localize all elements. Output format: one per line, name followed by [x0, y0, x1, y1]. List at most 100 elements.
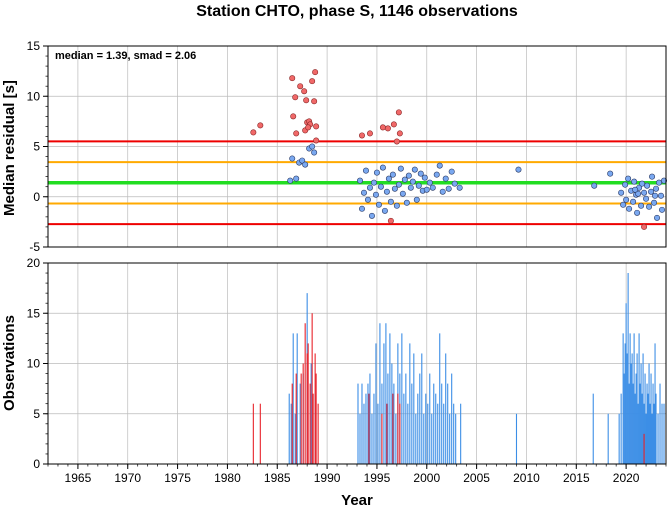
outlier-point: [289, 75, 296, 82]
outlier-point: [297, 83, 304, 90]
inlier-point: [646, 203, 653, 210]
inlier-point: [652, 192, 659, 199]
observation-bars: [252, 273, 665, 464]
x-tick-label: 1965: [65, 471, 92, 485]
inlier-point: [421, 174, 428, 181]
inlier-point: [635, 190, 642, 197]
inlier-point: [415, 182, 422, 189]
inlier-point: [658, 192, 665, 199]
outlier-point: [313, 137, 320, 144]
residual-points: [250, 69, 668, 230]
outlier-point: [303, 97, 310, 104]
observations-y-tick-label: 10: [27, 357, 41, 371]
inlier-point: [433, 171, 440, 178]
inlier-point: [364, 196, 371, 203]
inlier-point: [622, 181, 629, 188]
inlier-point: [641, 189, 648, 196]
x-tick-label: 2010: [513, 471, 540, 485]
residual-y-tick-label: 10: [27, 89, 41, 103]
inlier-point: [417, 170, 424, 177]
residual-grid: [48, 45, 666, 248]
observations-y-tick-label: 0: [33, 457, 40, 471]
inlier-point: [445, 185, 452, 192]
inlier-point: [618, 189, 625, 196]
outlier-point: [292, 94, 299, 101]
outlier-point: [366, 130, 373, 137]
inlier-point: [395, 181, 402, 188]
observations-y-tick-label: 15: [27, 306, 41, 320]
observations-y-axis-label: Observations: [1, 315, 18, 411]
inlier-point: [370, 179, 377, 186]
outlier-point: [309, 78, 316, 85]
outlier-point: [395, 109, 402, 116]
x-tick-label: 1975: [164, 471, 191, 485]
inlier-point: [591, 182, 598, 189]
outlier-point: [293, 130, 300, 137]
inlier-point: [639, 180, 646, 187]
inlier-point: [368, 212, 375, 219]
inlier-point: [358, 205, 365, 212]
inlier-point: [289, 155, 296, 162]
inlier-point: [411, 166, 418, 173]
inlier-point: [403, 199, 410, 206]
inlier-point: [302, 161, 309, 168]
inlier-point: [659, 206, 666, 213]
inlier-point: [651, 199, 658, 206]
x-tick-label: 1970: [114, 471, 141, 485]
inlier-point: [644, 182, 651, 189]
inlier-point: [299, 157, 306, 164]
inlier-point: [423, 186, 430, 193]
outlier-point: [312, 69, 319, 76]
outlier-point: [250, 129, 257, 136]
residual-y-tick-label: 0: [33, 190, 40, 204]
inlier-point: [630, 198, 637, 205]
inlier-point: [631, 178, 638, 185]
inlier-point: [397, 165, 404, 172]
inlier-point: [309, 143, 316, 150]
outlier-point: [301, 88, 308, 95]
outlier-point: [387, 217, 394, 224]
inlier-point: [649, 173, 656, 180]
x-tick-label: 2005: [463, 471, 490, 485]
outlier-point: [290, 113, 297, 120]
inlier-point: [311, 149, 318, 156]
inlier-point: [381, 207, 388, 214]
inlier-point: [383, 188, 390, 195]
inlier-point: [407, 184, 414, 191]
inlier-point: [405, 172, 412, 179]
observations-y-tick-label: 5: [33, 407, 40, 421]
outlier-point: [305, 124, 312, 131]
inlier-point: [391, 185, 398, 192]
inlier-point: [287, 177, 294, 184]
x-tick-label: 1995: [364, 471, 391, 485]
stats-annotation: median = 1.39, smad = 2.06: [55, 50, 196, 62]
x-tick-label: 2020: [613, 471, 640, 485]
inlier-point: [356, 177, 363, 184]
inlier-point: [648, 188, 655, 195]
inlier-point: [372, 191, 379, 198]
inlier-point: [654, 214, 661, 221]
residual-y-tick-label: 15: [27, 39, 41, 53]
outlier-point: [358, 132, 365, 139]
inlier-point: [451, 180, 458, 187]
inlier-point: [638, 202, 645, 209]
inlier-point: [426, 179, 433, 186]
inlier-point: [607, 170, 614, 177]
outlier-point: [384, 125, 391, 132]
inlier-point: [439, 188, 446, 195]
inlier-point: [448, 168, 455, 175]
inlier-point: [360, 189, 367, 196]
outlier-point: [257, 122, 264, 129]
inlier-point: [620, 201, 627, 208]
inlier-point: [366, 184, 373, 191]
year-x-axis-label: Year: [341, 492, 373, 509]
inlier-point: [375, 201, 382, 208]
inlier-point: [373, 169, 380, 176]
inlier-point: [626, 205, 633, 212]
inlier-point: [456, 184, 463, 191]
inlier-point: [379, 164, 386, 171]
